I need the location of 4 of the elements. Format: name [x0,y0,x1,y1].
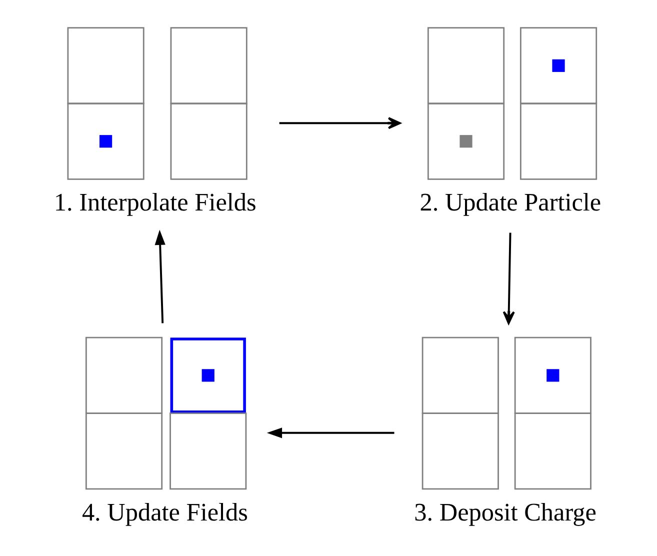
node-label: 1. Interpolate Fields [53,190,256,217]
node-label: 2. Update Particle [419,190,601,217]
node-label: 4. Update Fields [81,499,248,526]
node-label: 3. Deposit Charge [414,499,596,526]
